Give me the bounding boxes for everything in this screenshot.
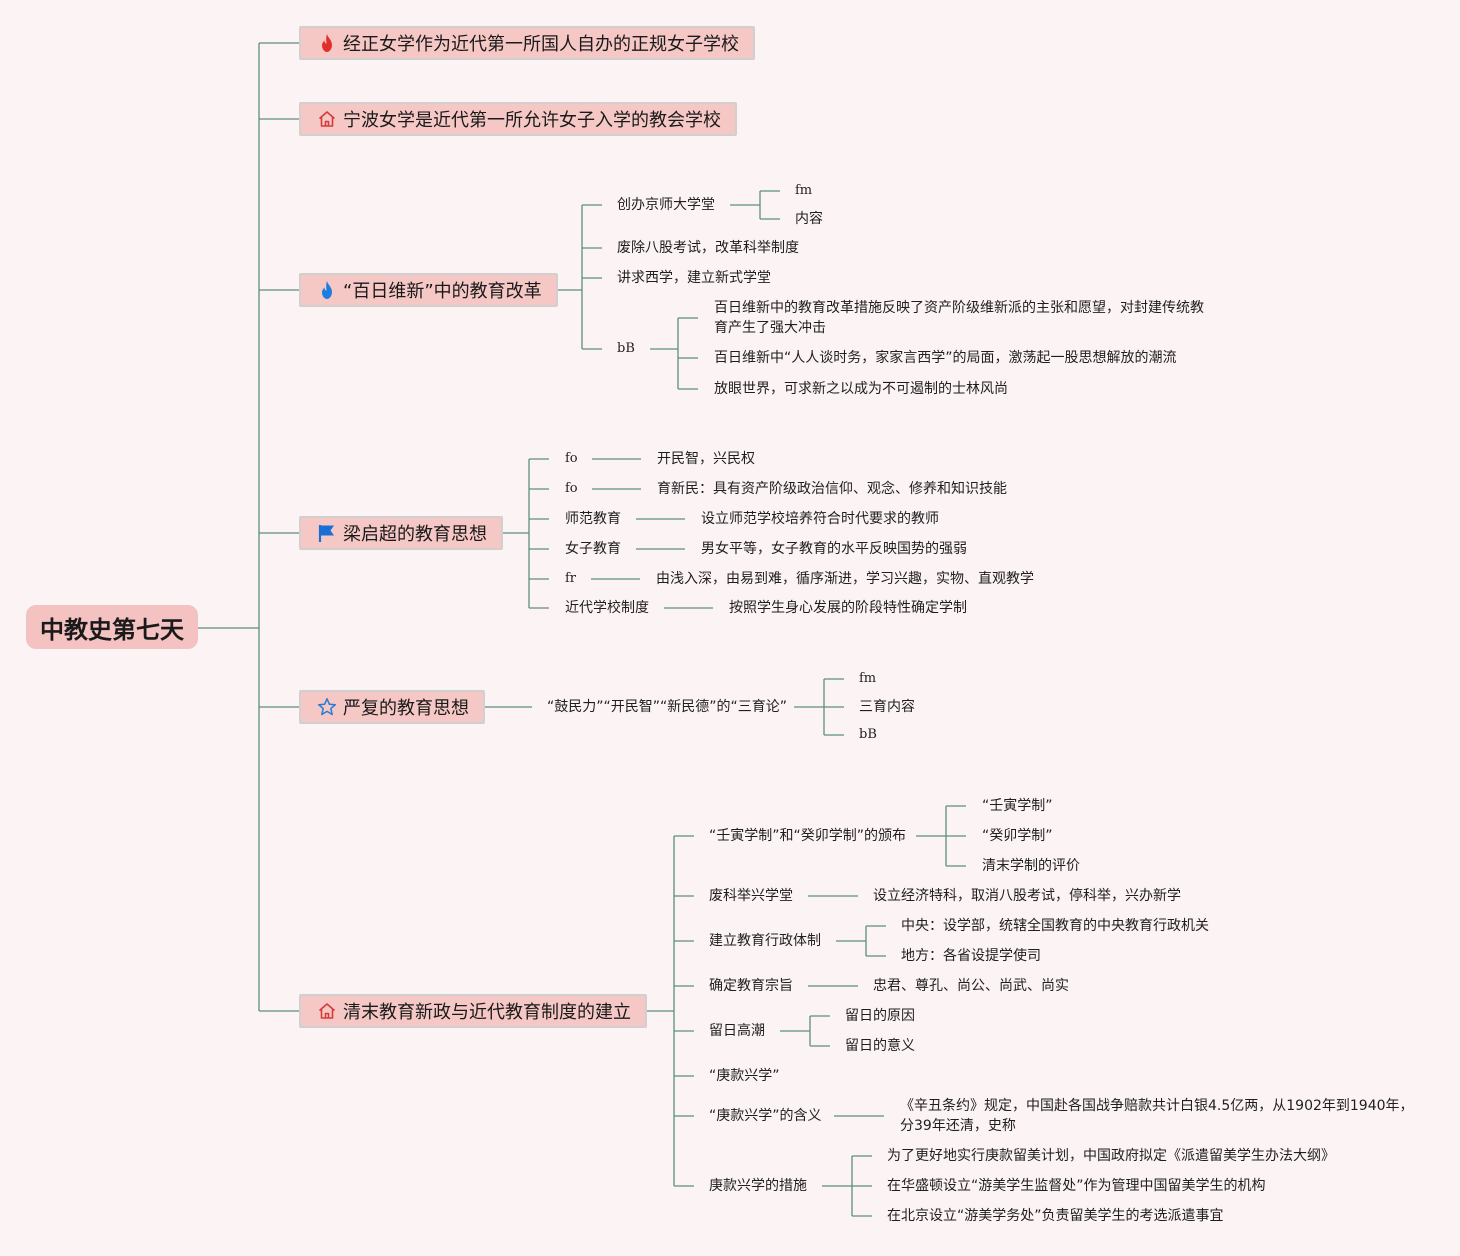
node-normal-education[interactable]: 师范教育 xyxy=(565,511,621,527)
topic-label: “百日维新”中的教育改革 xyxy=(343,281,542,302)
node-open-wisdom[interactable]: 开民智，兴民权 xyxy=(657,451,755,467)
star-icon xyxy=(317,697,337,717)
node-study-japan[interactable]: 留日高潮 xyxy=(709,1023,765,1039)
node-central-admin[interactable]: 中央：设学部，统辖全国教育的中央教育行政机关 xyxy=(901,918,1209,934)
topic-liang-qichao[interactable]: 梁启超的教育思想 xyxy=(299,516,503,550)
node-normal-education-detail[interactable]: 设立师范学校培养符合时代要求的教师 xyxy=(701,511,939,527)
home-icon xyxy=(317,109,337,129)
node-content[interactable]: 内容 xyxy=(795,211,823,227)
node-fo-2[interactable]: fo xyxy=(565,481,578,496)
flame-blue-icon xyxy=(317,280,337,300)
node-indemnity-meaning-detail-cont: 分39年还清，史称 xyxy=(900,1118,1016,1134)
node-admin-system[interactable]: 建立教育行政体制 xyxy=(709,933,821,949)
fire-icon xyxy=(317,33,337,53)
node-school-systems[interactable]: “壬寅学制”和“癸卯学制”的颁布 xyxy=(709,828,907,844)
node-indemnity-meaning-detail[interactable]: 《辛丑条约》规定，中国赴各国战争赔款共计白银4.5亿两，从1902年到1940年… xyxy=(900,1098,1414,1114)
node-indemnity-meaning[interactable]: “庚款兴学”的含义 xyxy=(709,1108,822,1124)
node-jingshi-university[interactable]: 创办京师大学堂 xyxy=(617,197,715,213)
topic-yan-fu[interactable]: 严复的教育思想 xyxy=(299,690,485,724)
topic-label: 清末教育新政与近代教育制度的建立 xyxy=(343,1002,631,1023)
node-modern-school-system[interactable]: 近代学校制度 xyxy=(565,600,649,616)
node-western-learning[interactable]: 讲求西学，建立新式学堂 xyxy=(617,270,771,286)
node-guimao-system[interactable]: “癸卯学制” xyxy=(982,828,1053,844)
topic-jingzheng-school[interactable]: 经正女学作为近代第一所国人自办的正规女子学校 xyxy=(299,26,755,60)
node-women-education[interactable]: 女子教育 xyxy=(565,541,621,557)
node-teaching-method[interactable]: 由浅入深，由易到难，循序渐进，学习兴趣，实物、直观教学 xyxy=(656,571,1034,587)
node-indemnity-measures[interactable]: 庚款兴学的措施 xyxy=(709,1178,807,1194)
node-measure-beijing[interactable]: 在北京设立“游美学务处”负责留美学生的考选派遣事宜 xyxy=(887,1208,1224,1224)
node-new-citizen[interactable]: 育新民：具有资产阶级政治信仰、观念、修养和知识技能 xyxy=(657,481,1007,497)
node-local-admin[interactable]: 地方：各省设提学使司 xyxy=(901,948,1041,964)
topic-hundred-days-reform[interactable]: “百日维新”中的教育改革 xyxy=(299,273,558,307)
node-three-education-content[interactable]: 三育内容 xyxy=(859,699,915,715)
flag-icon xyxy=(317,523,337,543)
node-world-view[interactable]: 放眼世界，可求新之以成为不可遏制的士林风尚 xyxy=(714,381,1008,397)
node-thought-liberation[interactable]: 百日维新中“人人谈时务，家家言西学”的局面，激荡起一股思想解放的潮流 xyxy=(714,350,1177,366)
node-abolish-exam[interactable]: 废科举兴学堂 xyxy=(709,888,793,904)
topic-label: 严复的教育思想 xyxy=(343,698,469,719)
node-bb[interactable]: bB xyxy=(617,341,635,356)
node-women-education-detail[interactable]: 男女平等，女子教育的水平反映国势的强弱 xyxy=(701,541,967,557)
topic-label: 梁启超的教育思想 xyxy=(343,524,487,545)
topic-label: 宁波女学是近代第一所允许女子入学的教会学校 xyxy=(343,110,721,131)
node-study-japan-reason[interactable]: 留日的原因 xyxy=(845,1008,915,1024)
node-measure-outline[interactable]: 为了更好地实行庚款留美计划，中国政府拟定《派遣留美学生办法大纲》 xyxy=(887,1148,1335,1164)
topic-late-qing-reform[interactable]: 清末教育新政与近代教育制度的建立 xyxy=(299,994,647,1028)
root-node[interactable]: 中教史第七天 xyxy=(26,605,198,649)
node-abolish-exam-detail[interactable]: 设立经济特科，取消八股考试，停科举，兴办新学 xyxy=(873,888,1181,904)
node-fm-2[interactable]: fm xyxy=(859,671,877,686)
node-abolish-eight-legged[interactable]: 废除八股考试，改革科举制度 xyxy=(617,240,799,256)
node-education-aim[interactable]: 确定教育宗旨 xyxy=(709,978,793,994)
node-renyin-system[interactable]: “壬寅学制” xyxy=(982,798,1053,814)
node-study-japan-meaning[interactable]: 留日的意义 xyxy=(845,1038,915,1054)
node-reform-significance-cont: 育产生了强大冲击 xyxy=(714,320,826,336)
node-bb-2[interactable]: bB xyxy=(859,727,877,742)
node-education-aim-detail[interactable]: 忠君、尊孔、尚公、尚武、尚实 xyxy=(873,978,1069,994)
node-school-system-detail[interactable]: 按照学生身心发展的阶段特性确定学制 xyxy=(729,600,967,616)
node-three-education[interactable]: “鼓民力”“开民智”“新民德”的“三育论” xyxy=(547,699,788,715)
topic-label: 经正女学作为近代第一所国人自办的正规女子学校 xyxy=(343,34,739,55)
topic-ningbo-school[interactable]: 宁波女学是近代第一所允许女子入学的教会学校 xyxy=(299,102,737,136)
node-reform-significance[interactable]: 百日维新中的教育改革措施反映了资产阶级维新派的主张和愿望，对封建传统教 xyxy=(714,300,1204,316)
node-fo-1[interactable]: fo xyxy=(565,451,578,466)
node-fr[interactable]: fr xyxy=(565,571,577,586)
node-boxer-indemnity[interactable]: “庚款兴学” xyxy=(709,1068,780,1084)
node-measure-washington[interactable]: 在华盛顿设立“游美学生监督处”作为管理中国留美学生的机构 xyxy=(887,1178,1266,1194)
node-fm[interactable]: fm xyxy=(795,183,813,198)
node-system-evaluation[interactable]: 清末学制的评价 xyxy=(982,858,1080,874)
home-icon xyxy=(317,1001,337,1021)
